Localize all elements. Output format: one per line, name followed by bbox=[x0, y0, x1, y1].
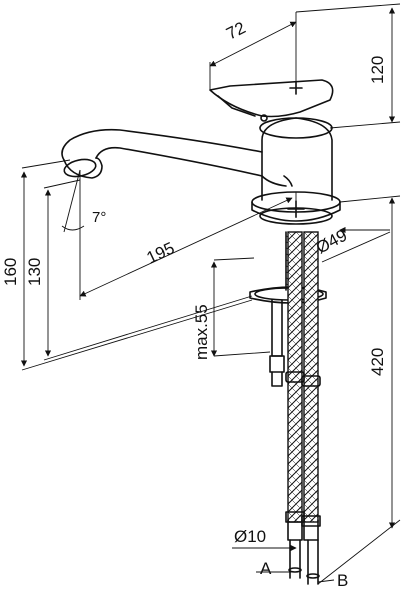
dim-hose-length: 420 bbox=[368, 348, 387, 376]
spout bbox=[61, 128, 293, 187]
dim-handle-width: 72 bbox=[223, 18, 248, 44]
connection-a-label: A bbox=[260, 559, 272, 578]
dim-hose-diameter: Ø10 bbox=[234, 527, 266, 546]
dim-handle-height: 120 bbox=[368, 56, 387, 84]
dim-spout-angle: 7° bbox=[92, 209, 106, 226]
dim-overall-height: 160 bbox=[1, 258, 20, 286]
dimension-lines bbox=[20, 3, 401, 585]
connection-b-label: B bbox=[337, 571, 348, 590]
dim-spout-height: 130 bbox=[25, 258, 44, 286]
dim-max-deck: max.55 bbox=[192, 304, 211, 360]
dim-spout-reach: 195 bbox=[144, 238, 178, 267]
lever-handle bbox=[209, 79, 334, 122]
supply-hoses bbox=[285, 231, 321, 585]
